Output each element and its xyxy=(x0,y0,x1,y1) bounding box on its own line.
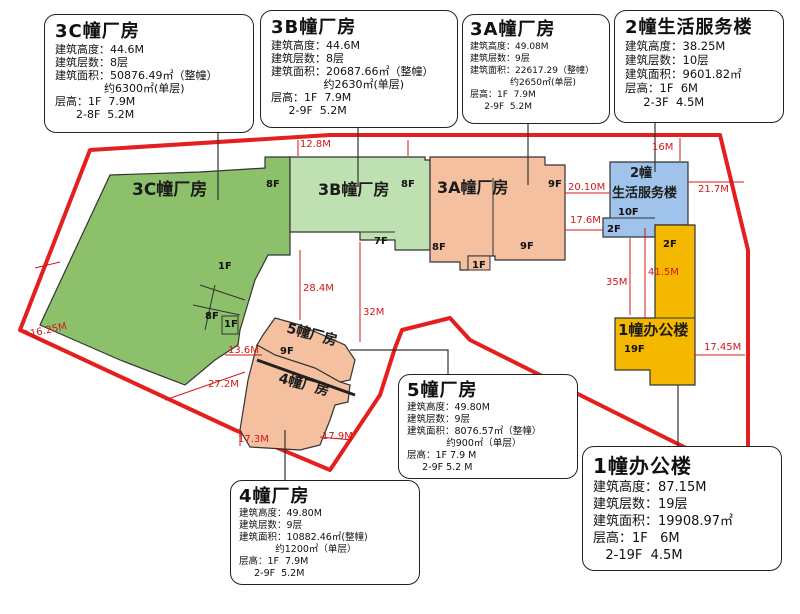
label-3b: 3B幢厂房 xyxy=(318,180,390,199)
info-title-3b: 3B幢厂房 xyxy=(271,17,357,38)
info-line: 建筑层数：8层 xyxy=(271,52,344,65)
info-line: 建筑高度：49.80M xyxy=(239,508,322,519)
label-3c: 3C幢厂房 xyxy=(132,180,208,200)
info-line: 约6300㎡(单层) xyxy=(55,82,185,95)
info-line: 建筑面积：19908.97㎡ xyxy=(593,514,734,529)
info-line: 建筑面积：22617.29（整幢） xyxy=(470,66,594,76)
info-box-3b: 3B幢厂房 建筑高度：44.6M 建筑层数：8层 建筑面积：20687.66㎡（… xyxy=(260,10,458,128)
label-3a: 3A幢厂房 xyxy=(437,178,509,197)
label-2b: 生活服务楼 xyxy=(612,186,678,201)
info-title-5: 5幢厂房 xyxy=(407,380,478,401)
site-boundary xyxy=(18,133,750,472)
dim-17-6m: 17.6M xyxy=(570,215,601,226)
info-line: 约2650㎡(单层) xyxy=(470,78,576,88)
floor-3a-1f: 1F xyxy=(472,260,486,271)
info-line: 层高：1F 7.9M xyxy=(239,556,309,567)
label-1: 1幢办公楼 xyxy=(618,321,689,339)
dim-13-6m: 13.6M xyxy=(228,345,259,356)
info-line: 2-3F 4.5M xyxy=(625,95,705,109)
floor-2-10f: 10F xyxy=(618,207,639,218)
dim-16m: 16M xyxy=(652,142,674,153)
info-line: 2-19F 4.5M xyxy=(593,548,683,563)
info-title-1: 1幢办公楼 xyxy=(593,454,692,478)
info-line: 建筑面积：20687.66㎡（整幢） xyxy=(271,65,434,78)
info-line: 约900㎡（单层） xyxy=(407,438,522,449)
info-line: 建筑层数：19层 xyxy=(593,497,688,512)
floor-3c-8f: 8F xyxy=(266,179,280,190)
info-line: 2-9F 5.2M xyxy=(239,568,305,579)
info-title-4: 4幢厂房 xyxy=(239,486,310,507)
building-3b xyxy=(289,156,431,251)
info-title-2: 2幢生活服务楼 xyxy=(625,17,753,38)
info-line: 2-9F 5.2M xyxy=(470,102,532,112)
info-box-2: 2幢生活服务楼 建筑高度：38.25M 建筑层数：10层 建筑面积：9601.8… xyxy=(614,10,784,123)
dim-21-7m: 21.7M xyxy=(698,184,729,195)
floor-1-2f: 2F xyxy=(663,239,677,250)
info-line: 建筑层数：10层 xyxy=(625,53,709,67)
dim-28-4m: 28.4M xyxy=(303,283,334,294)
dim-12-8m: 12.8M xyxy=(300,139,331,150)
floor-5-9f: 9F xyxy=(280,346,294,357)
dim-41-5m: 41.5M xyxy=(648,267,679,278)
info-box-1: 1幢办公楼 建筑高度：87.15M 建筑层数：19层 建筑面积：19908.97… xyxy=(582,446,782,571)
floor-3a-9f: 9F xyxy=(548,179,562,190)
info-line: 建筑面积：8076.57㎡（整幢） xyxy=(407,426,542,437)
info-line: 建筑高度：38.25M xyxy=(625,39,726,53)
floor-3c-1f-2: 1F xyxy=(224,319,238,330)
floor-3c-1f: 1F xyxy=(218,261,232,272)
info-line: 建筑面积：10882.46㎡(整幢) xyxy=(239,532,368,543)
info-box-4: 4幢厂房 建筑高度：49.80M 建筑层数：9层 建筑面积：10882.46㎡(… xyxy=(230,480,420,585)
info-line: 建筑高度：49.80M xyxy=(407,402,490,413)
info-line: 建筑面积：50876.49㎡（整幢） xyxy=(55,69,218,82)
info-line: 建筑高度：44.6M xyxy=(55,43,144,56)
floor-1-19f: 19F xyxy=(624,344,645,355)
dim-17-45m: 17.45M xyxy=(704,342,742,353)
dim-17-3m: 17.3M xyxy=(238,434,269,445)
info-box-3a: 3A幢厂房 建筑高度：49.08M 建筑层数：9层 建筑面积：22617.29（… xyxy=(462,14,610,124)
info-line: 建筑面积：9601.82㎡ xyxy=(625,67,742,81)
info-line: 建筑层数：9层 xyxy=(470,54,530,64)
info-line: 2-9F 5.2 M xyxy=(407,462,473,473)
info-line: 建筑高度：87.15M xyxy=(593,480,707,495)
building-4 xyxy=(239,344,351,451)
info-line: 层高：1F 6M xyxy=(625,81,698,95)
building-3c xyxy=(39,156,291,386)
dim-20-10m: 20.10M xyxy=(568,182,606,193)
info-line: 建筑层数：9层 xyxy=(239,520,303,531)
info-line: 2-9F 5.2M xyxy=(271,104,347,117)
info-line: 层高：1F 7.9M xyxy=(470,90,536,100)
building-1 xyxy=(614,224,696,386)
info-box-3c: 3C幢厂房 建筑高度：44.6M 建筑层数：8层 建筑面积：50876.49㎡（… xyxy=(44,14,254,133)
floor-3b-8f-2: 8F xyxy=(432,242,446,253)
info-line: 约2630㎡(单层) xyxy=(271,78,405,91)
info-line: 2-8F 5.2M xyxy=(55,108,135,121)
floor-3b-7f: 7F xyxy=(374,236,388,247)
info-line: 建筑高度：49.08M xyxy=(470,42,549,52)
info-line: 层高：1F 7.9M xyxy=(55,95,136,108)
floor-3b-8f: 8F xyxy=(401,179,415,190)
info-line: 建筑高度：44.6M xyxy=(271,39,360,52)
dim-27-2m: 27.2M xyxy=(208,379,239,390)
floor-3a-9f-2: 9F xyxy=(520,241,534,252)
info-line: 层高：1F 7.9M xyxy=(271,91,352,104)
floor-3c-8f-2: 8F xyxy=(205,311,219,322)
dim-17-9m: 17.9M xyxy=(322,431,353,442)
info-title-3a: 3A幢厂房 xyxy=(470,19,556,40)
info-line: 建筑层数：9层 xyxy=(407,414,471,425)
dim-32m: 32M xyxy=(363,307,385,318)
info-box-5: 5幢厂房 建筑高度：49.80M 建筑层数：9层 建筑面积：8076.57㎡（整… xyxy=(398,374,578,479)
info-line: 建筑层数：8层 xyxy=(55,56,128,69)
label-2a: 2幢 xyxy=(630,166,653,181)
building-3a xyxy=(429,156,566,271)
floor-2-2f: 2F xyxy=(607,224,621,235)
info-line: 层高：1F 6M xyxy=(593,531,680,546)
info-title-3c: 3C幢厂房 xyxy=(55,21,140,42)
info-line: 约1200㎡（单层） xyxy=(239,544,357,555)
dim-35m: 35M xyxy=(606,277,628,288)
info-line: 层高：1F 7.9 M xyxy=(407,450,477,461)
